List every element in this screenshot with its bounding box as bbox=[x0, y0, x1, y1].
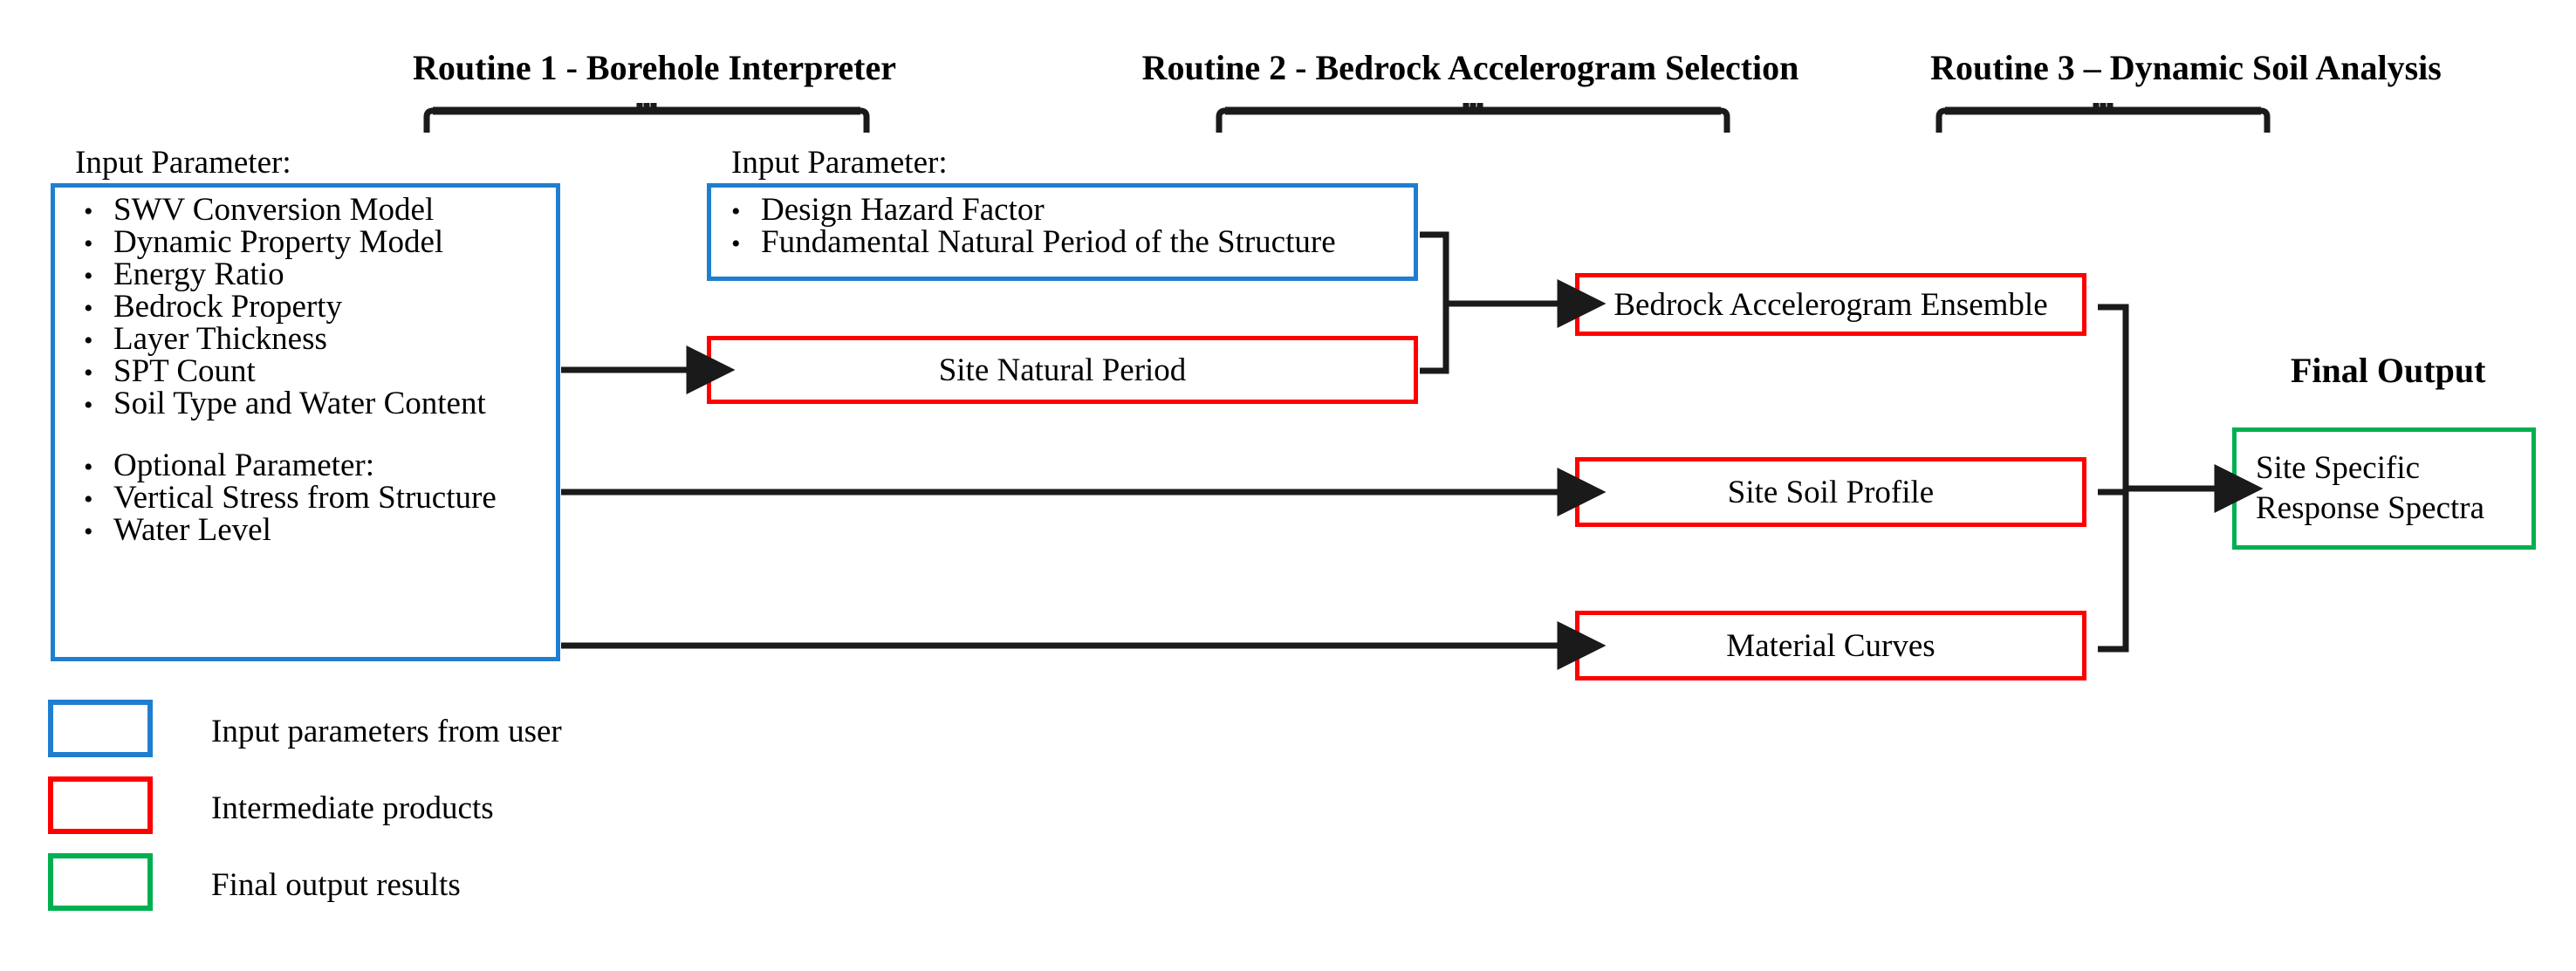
parameter-label: Bedrock Property bbox=[113, 289, 343, 325]
legend-label-input: Input parameters from user bbox=[211, 714, 562, 749]
routine-3-title: Routine 3 – Dynamic Soil Analysis bbox=[1930, 48, 2442, 87]
list-item: • Vertical Stress from Structure bbox=[84, 482, 555, 514]
site-soil-profile-label: Site Soil Profile bbox=[1727, 474, 1935, 510]
routine-2-parameter-list: • Design Hazard Factor • Fundamental Nat… bbox=[731, 194, 1421, 258]
bullet-icon: • bbox=[84, 359, 93, 387]
parameter-label: Dynamic Property Model bbox=[113, 224, 444, 260]
bedrock-accelerogram-ensemble-label: Bedrock Accelerogram Ensemble bbox=[1613, 286, 2048, 323]
routine-2-input-box[interactable] bbox=[707, 183, 1418, 281]
material-curves-box[interactable]: Material Curves bbox=[1575, 611, 2086, 680]
final-output-line-1: Site Specific bbox=[2256, 449, 2421, 486]
parameter-label: Soil Type and Water Content bbox=[113, 386, 486, 421]
list-item: • Layer Thickness bbox=[84, 323, 555, 355]
routine-1-parameter-list: • SWV Conversion Model • Dynamic Propert… bbox=[84, 194, 555, 546]
parameter-label: Fundamental Natural Period of the Struct… bbox=[761, 224, 1336, 260]
site-natural-period-label: Site Natural Period bbox=[938, 352, 1187, 388]
bullet-icon: • bbox=[84, 517, 93, 546]
merge-bracket-routine2 bbox=[1420, 231, 1449, 374]
bedrock-accelerogram-ensemble-box[interactable]: Bedrock Accelerogram Ensemble bbox=[1575, 273, 2086, 336]
list-item: • Energy Ratio bbox=[84, 258, 555, 291]
routine-2-input-caption: Input Parameter: bbox=[731, 145, 948, 181]
parameter-label: Layer Thickness bbox=[113, 321, 327, 357]
bullet-icon: • bbox=[84, 229, 93, 258]
parameter-label: Design Hazard Factor bbox=[761, 192, 1045, 228]
bullet-icon: • bbox=[84, 326, 93, 355]
material-curves-label: Material Curves bbox=[1726, 627, 1935, 664]
final-output-heading: Final Output bbox=[2291, 351, 2486, 390]
parameter-label: SPT Count bbox=[113, 353, 256, 389]
site-soil-profile-box[interactable]: Site Soil Profile bbox=[1575, 457, 2086, 527]
list-item: • SPT Count bbox=[84, 355, 555, 387]
routine-1-input-caption: Input Parameter: bbox=[75, 145, 291, 181]
list-item: • Design Hazard Factor bbox=[731, 194, 1421, 226]
legend-swatch-input bbox=[48, 700, 153, 757]
parameter-label: Water Level bbox=[113, 512, 271, 548]
bullet-icon: • bbox=[84, 262, 93, 291]
list-item: • Fundamental Natural Period of the Stru… bbox=[731, 226, 1421, 258]
parameter-label: Optional Parameter: bbox=[113, 448, 374, 483]
merge-bracket-routine3 bbox=[2098, 304, 2129, 653]
bullet-icon: • bbox=[84, 453, 93, 482]
parameter-label: Vertical Stress from Structure bbox=[113, 480, 497, 516]
bullet-icon: • bbox=[84, 197, 93, 226]
list-spacer bbox=[84, 420, 555, 449]
routine-2-brace bbox=[1216, 103, 1730, 133]
bullet-icon: • bbox=[731, 197, 741, 226]
routine-1-input-box[interactable] bbox=[51, 183, 560, 661]
bullet-icon: • bbox=[84, 294, 93, 323]
list-item: • Bedrock Property bbox=[84, 291, 555, 323]
bullet-icon: • bbox=[84, 391, 93, 420]
list-item: • Soil Type and Water Content bbox=[84, 387, 555, 420]
routine-2-title: Routine 2 - Bedrock Accelerogram Selecti… bbox=[1141, 48, 1799, 87]
bullet-icon: • bbox=[84, 485, 93, 514]
routine-3-brace bbox=[1935, 103, 2271, 133]
bullet-icon: • bbox=[731, 229, 741, 258]
site-natural-period-box[interactable]: Site Natural Period bbox=[707, 336, 1418, 404]
list-item: • Dynamic Property Model bbox=[84, 226, 555, 258]
parameter-label: Energy Ratio bbox=[113, 256, 284, 292]
list-item: • Water Level bbox=[84, 514, 555, 546]
final-output-box[interactable]: Site Specific Response Spectra bbox=[2232, 427, 2536, 550]
legend-label-final: Final output results bbox=[211, 867, 461, 903]
routine-1-brace bbox=[423, 103, 870, 133]
final-output-line-2: Response Spectra bbox=[2256, 490, 2485, 526]
routine-1-title: Routine 1 - Borehole Interpreter bbox=[413, 48, 896, 87]
list-item: • SWV Conversion Model bbox=[84, 194, 555, 226]
parameter-label: SWV Conversion Model bbox=[113, 192, 435, 228]
list-item: • Optional Parameter: bbox=[84, 449, 555, 482]
legend-label-intermediate: Intermediate products bbox=[211, 790, 494, 826]
legend-swatch-intermediate bbox=[48, 776, 153, 834]
legend-swatch-final bbox=[48, 853, 153, 911]
